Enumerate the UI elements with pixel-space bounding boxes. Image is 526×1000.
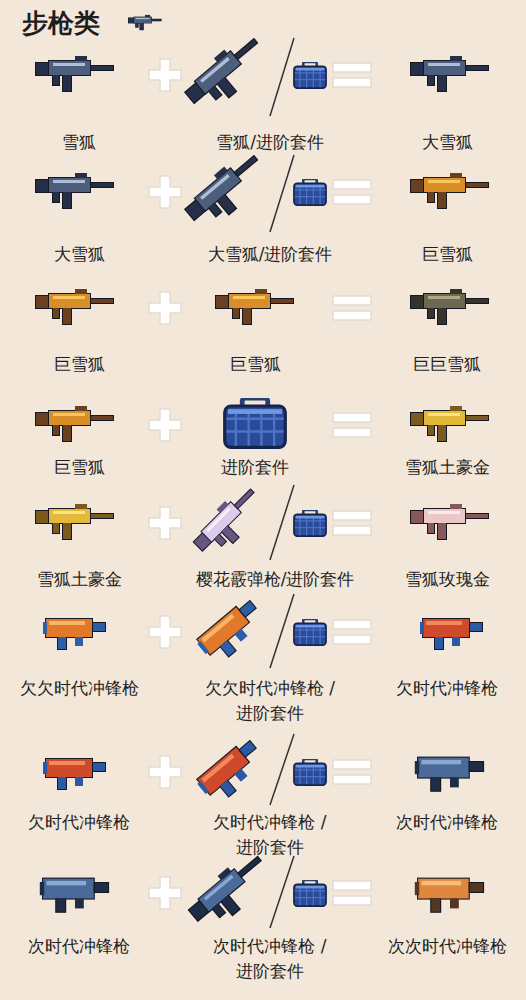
weapon-icon: [415, 757, 484, 792]
weapon-icon: [35, 56, 114, 92]
equals-sign: [333, 413, 371, 437]
result-weapon-name: 次次时代冲锋枪: [372, 934, 522, 959]
slash: [270, 155, 294, 232]
weapon-icon: [179, 30, 273, 118]
weapon-icon: [179, 147, 273, 235]
ingredient-name: 雪狐/进阶套件: [170, 130, 370, 155]
weapon-icon: [43, 758, 106, 790]
result-weapon-name: 雪狐土豪金: [372, 455, 522, 480]
weapon-icon: [410, 173, 489, 209]
result-weapon-name: 次时代冲锋枪: [372, 810, 522, 835]
slash: [270, 38, 294, 116]
weapon-icon: [410, 289, 489, 325]
equals-sign: [333, 296, 371, 320]
input-weapon-name: 巨雪狐: [4, 455, 154, 480]
equals-sign: [333, 620, 371, 644]
slash: [270, 594, 294, 668]
input-weapon-name: 次时代冲锋枪: [4, 934, 154, 959]
title-gun-icon: [128, 15, 162, 30]
result-weapon-name: 巨巨雪狐: [372, 352, 522, 377]
plus-sign: [149, 616, 181, 648]
ingredient-name: 欠时代冲锋枪 /进阶套件: [200, 810, 340, 860]
slash: [270, 856, 294, 928]
equals-sign: [333, 63, 371, 87]
input-weapon-name: 欠时代冲锋枪: [4, 810, 154, 835]
ingredient-name: 欠欠时代冲锋枪 /进阶套件: [200, 676, 340, 726]
weapon-icon: [40, 878, 109, 913]
weapon-icon: [35, 406, 114, 442]
ingredient-name: 巨雪狐: [155, 352, 355, 377]
weapon-icon: [410, 504, 489, 540]
equals-sign: [333, 180, 371, 204]
ingredient-name: 次时代冲锋枪 /进阶套件: [200, 934, 340, 984]
slash: [270, 734, 294, 805]
slash: [270, 485, 294, 560]
input-weapon-name: 雪狐土豪金: [4, 567, 154, 592]
weapon-icon: [215, 289, 294, 325]
weapon-icon: [183, 848, 277, 936]
weapon-icon: [194, 596, 269, 667]
ingredient-name: 大雪狐/进阶套件: [170, 242, 370, 267]
weapon-icon: [43, 618, 106, 650]
plus-sign: [149, 292, 181, 324]
weapon-icon: [35, 504, 114, 540]
weapon-icon: [410, 406, 489, 442]
kit-icon: [294, 759, 326, 785]
plus-sign: [149, 409, 181, 441]
input-weapon-name: 雪狐: [4, 130, 154, 155]
result-weapon-name: 大雪狐: [372, 130, 522, 155]
kit-icon: [294, 62, 326, 88]
weapon-icon: [188, 482, 269, 563]
weapon-icon: [415, 878, 484, 913]
page-title: 步枪类: [22, 6, 100, 40]
equals-sign: [333, 511, 371, 535]
input-weapon-name: 大雪狐: [4, 242, 154, 267]
weapon-icon: [420, 618, 483, 650]
plus-sign: [149, 507, 181, 539]
kit-icon: [294, 179, 326, 205]
input-weapon-name: 欠欠时代冲锋枪: [4, 676, 154, 701]
plus-sign: [149, 877, 181, 909]
kit-icon: [225, 398, 286, 447]
weapon-icon: [35, 173, 114, 209]
plus-sign: [149, 176, 181, 208]
ingredient-name: 进阶套件: [155, 455, 355, 480]
kit-icon: [294, 880, 326, 906]
equals-sign: [333, 881, 371, 905]
weapon-icon: [194, 736, 269, 807]
weapon-icon: [410, 56, 489, 92]
kit-icon: [294, 510, 326, 536]
result-weapon-name: 巨雪狐: [372, 242, 522, 267]
plus-sign: [149, 59, 181, 91]
result-weapon-name: 雪狐玫瑰金: [372, 567, 522, 592]
result-weapon-name: 欠时代冲锋枪: [372, 676, 522, 701]
kit-icon: [294, 619, 326, 645]
plus-sign: [149, 756, 181, 788]
input-weapon-name: 巨雪狐: [4, 352, 154, 377]
weapon-icon: [35, 289, 114, 325]
ingredient-name: 樱花霰弹枪/进阶套件: [175, 567, 375, 592]
equals-sign: [333, 760, 371, 784]
